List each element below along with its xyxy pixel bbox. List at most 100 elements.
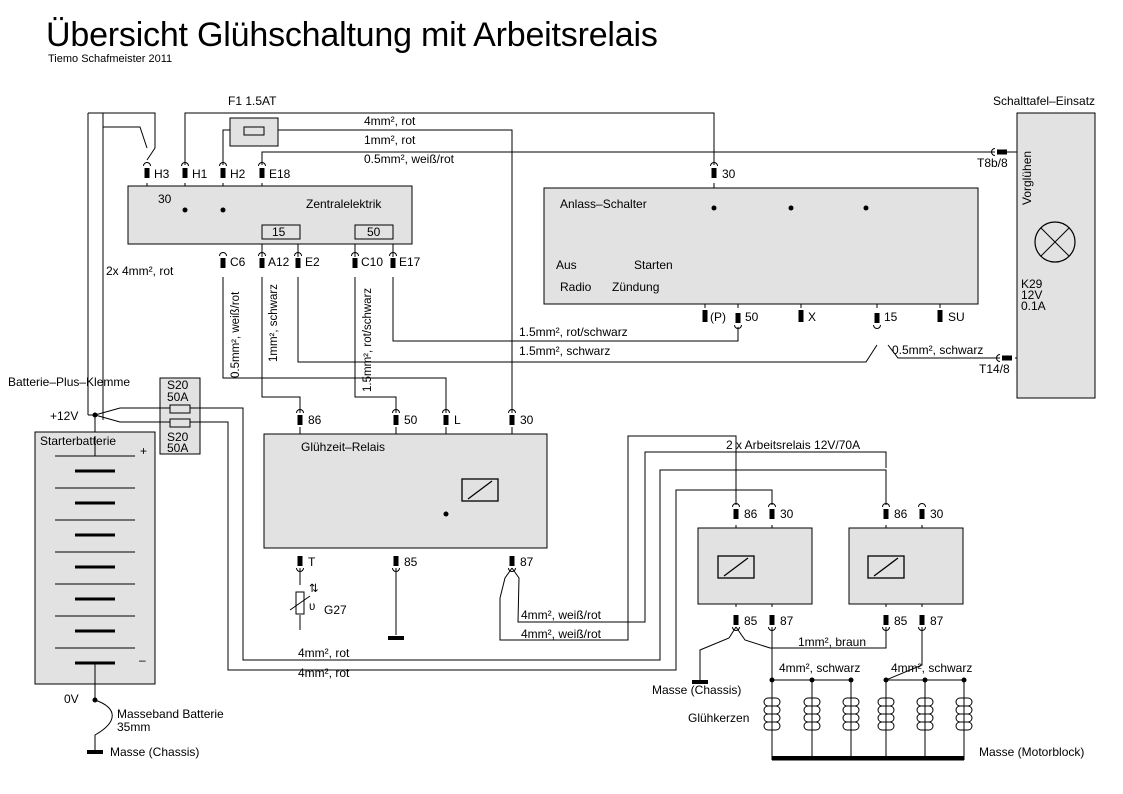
wire-1mm-braun: 1mm², braun	[798, 635, 866, 649]
connector-r1-85	[732, 614, 740, 631]
label-zentral-50: 50	[367, 225, 381, 239]
pin-r2-30: 30	[930, 507, 944, 521]
pin-e17: E17	[399, 255, 421, 269]
vorgluehen-lamp-icon	[1034, 221, 1076, 263]
label-g27: G27	[324, 603, 347, 617]
wire-2x4mm-rot: 2x 4mm², rot	[106, 264, 174, 278]
label-zentral-30: 30	[158, 192, 172, 206]
pin-gr30: 30	[520, 413, 534, 427]
label-gluehzeit-relais: Glühzeit–Relais	[301, 440, 385, 454]
wire-4mm-schwarz-1: 4mm², schwarz	[779, 661, 860, 675]
label-batterie-plus-klemme: Batterie–Plus–Klemme	[8, 375, 130, 389]
connector-r1-86	[732, 503, 740, 520]
wire-05-weissrot-vert: 0.5mm², weiß/rot	[230, 291, 242, 378]
fuse-s20-top-element	[169, 404, 191, 414]
fuse-f1-box	[229, 117, 279, 147]
connector-r2-30	[918, 503, 926, 520]
pin-gr86: 86	[308, 413, 322, 427]
label-zentralelektrik: Zentralelektrik	[306, 197, 382, 211]
pin-r1-85: 85	[744, 614, 758, 628]
connector-h3	[143, 162, 151, 179]
connector-sw50	[734, 312, 742, 329]
ground-g27-icon	[388, 636, 404, 640]
label-anlass-schalter: Anlass–Schalter	[560, 197, 647, 211]
connector-r1-30	[768, 503, 776, 520]
battery-cells	[55, 436, 135, 684]
pin-h2: H2	[230, 167, 246, 181]
pin-r1-87: 87	[780, 614, 794, 628]
pin-sw50: 50	[745, 310, 759, 324]
zentralelektrik-box	[127, 185, 413, 245]
label-zentral-15: 15	[272, 225, 286, 239]
diagram-author: Tiemo Schafmeister 2011	[48, 53, 173, 65]
pin-c10: C10	[361, 255, 383, 269]
wire-4mm-rot-b1: 4mm², rot	[298, 646, 350, 660]
label-vorgluehen: Vorglühen	[1020, 151, 1034, 205]
label-masseband-2: 35mm	[117, 720, 150, 734]
wire-15-schwarz-h: 1.5mm², schwarz	[519, 344, 610, 358]
label-f1: F1 1.5AT	[228, 94, 277, 108]
wire-4mm-weissrot-2: 4mm², weiß/rot	[521, 627, 602, 641]
pin-r1-86: 86	[744, 507, 758, 521]
pin-r2-86: 86	[894, 507, 908, 521]
connector-sw15	[873, 312, 881, 329]
pin-sw30: 30	[722, 167, 736, 181]
label-s20-bottom-amp: 50A	[167, 441, 188, 455]
connector-swx	[798, 310, 804, 322]
label-k29: K29	[1021, 277, 1043, 291]
ground-left-icon	[87, 750, 103, 754]
pin-sw15: 15	[884, 310, 898, 324]
pin-e2: E2	[305, 255, 320, 269]
wire-15-rotschwarz-vert: 1.5mm², rot/schwarz	[362, 288, 374, 392]
pin-h1: H1	[192, 167, 208, 181]
connector-gr87	[508, 555, 516, 572]
label-k29-amp: 0.1A	[1021, 299, 1046, 313]
wire-1mm-schwarz-vert: 1mm², schwarz	[268, 284, 280, 362]
label-masse-motorblock: Masse (Motorblock)	[979, 745, 1084, 759]
connector-swsu	[937, 310, 943, 322]
wire-4mm-rot-b2: 4mm², rot	[298, 666, 350, 680]
arbeitsrelais-1-box	[697, 527, 813, 605]
label-zero-v: 0V	[64, 692, 79, 706]
pin-gr50: 50	[404, 413, 418, 427]
arbeitsrelais-2-box	[848, 527, 964, 605]
diagram-title: Übersicht Glühschaltung mit Arbeitsrelai…	[46, 16, 658, 54]
wire-05-weissrot-top: 0.5mm², weiß/rot	[364, 152, 455, 166]
pin-r2-85: 85	[894, 614, 908, 628]
connector-c6	[219, 252, 227, 269]
junction-dots	[92, 205, 967, 703]
label-battery-minus: –	[139, 653, 146, 667]
label-zuendung: Zündung	[612, 280, 659, 294]
wire-1mm-rot: 1mm², rot	[364, 133, 416, 147]
g27-sensor-icon: ⇅ υ	[289, 583, 319, 615]
pin-grl: L	[454, 413, 461, 427]
svg-text:υ: υ	[309, 601, 315, 613]
pin-e18: E18	[269, 167, 291, 181]
connector-r2-86	[882, 503, 890, 520]
label-s20-bottom: S20	[167, 430, 189, 444]
label-starterbatterie: Starterbatterie	[40, 434, 116, 448]
wire-4mm-rot-top: 4mm², rot	[364, 114, 416, 128]
pin-grt: T	[308, 555, 316, 569]
label-masse-chassis-left: Masse (Chassis)	[110, 745, 199, 759]
pin-r2-87: 87	[930, 614, 944, 628]
fuse-f1-element	[243, 126, 265, 136]
label-k29-volt: 12V	[1021, 288, 1042, 302]
label-starten: Starten	[634, 258, 673, 272]
label-radio: Radio	[560, 280, 592, 294]
pin-gr87: 87	[520, 555, 534, 569]
label-masse-chassis-mid: Masse (Chassis)	[652, 683, 741, 697]
label-schalttafel: Schalttafel–Einsatz	[993, 94, 1095, 108]
ground-motorblock-icon	[772, 756, 964, 760]
label-battery-plus: +	[140, 444, 147, 458]
starterbatterie-box	[34, 431, 156, 685]
pin-swx: X	[808, 310, 816, 324]
fuse-s20-box	[159, 377, 201, 455]
wire-4mm-weissrot-1: 4mm², weiß/rot	[521, 608, 602, 622]
fuse-s20-bottom-element	[169, 418, 191, 428]
gluehzeit-relais-box	[263, 433, 548, 549]
connector-swp	[702, 310, 708, 322]
wire-05-schwarz: 0.5mm², schwarz	[892, 343, 983, 357]
label-gluehkerzen: Glühkerzen	[688, 711, 749, 725]
label-masseband-1: Masseband Batterie	[117, 707, 224, 721]
